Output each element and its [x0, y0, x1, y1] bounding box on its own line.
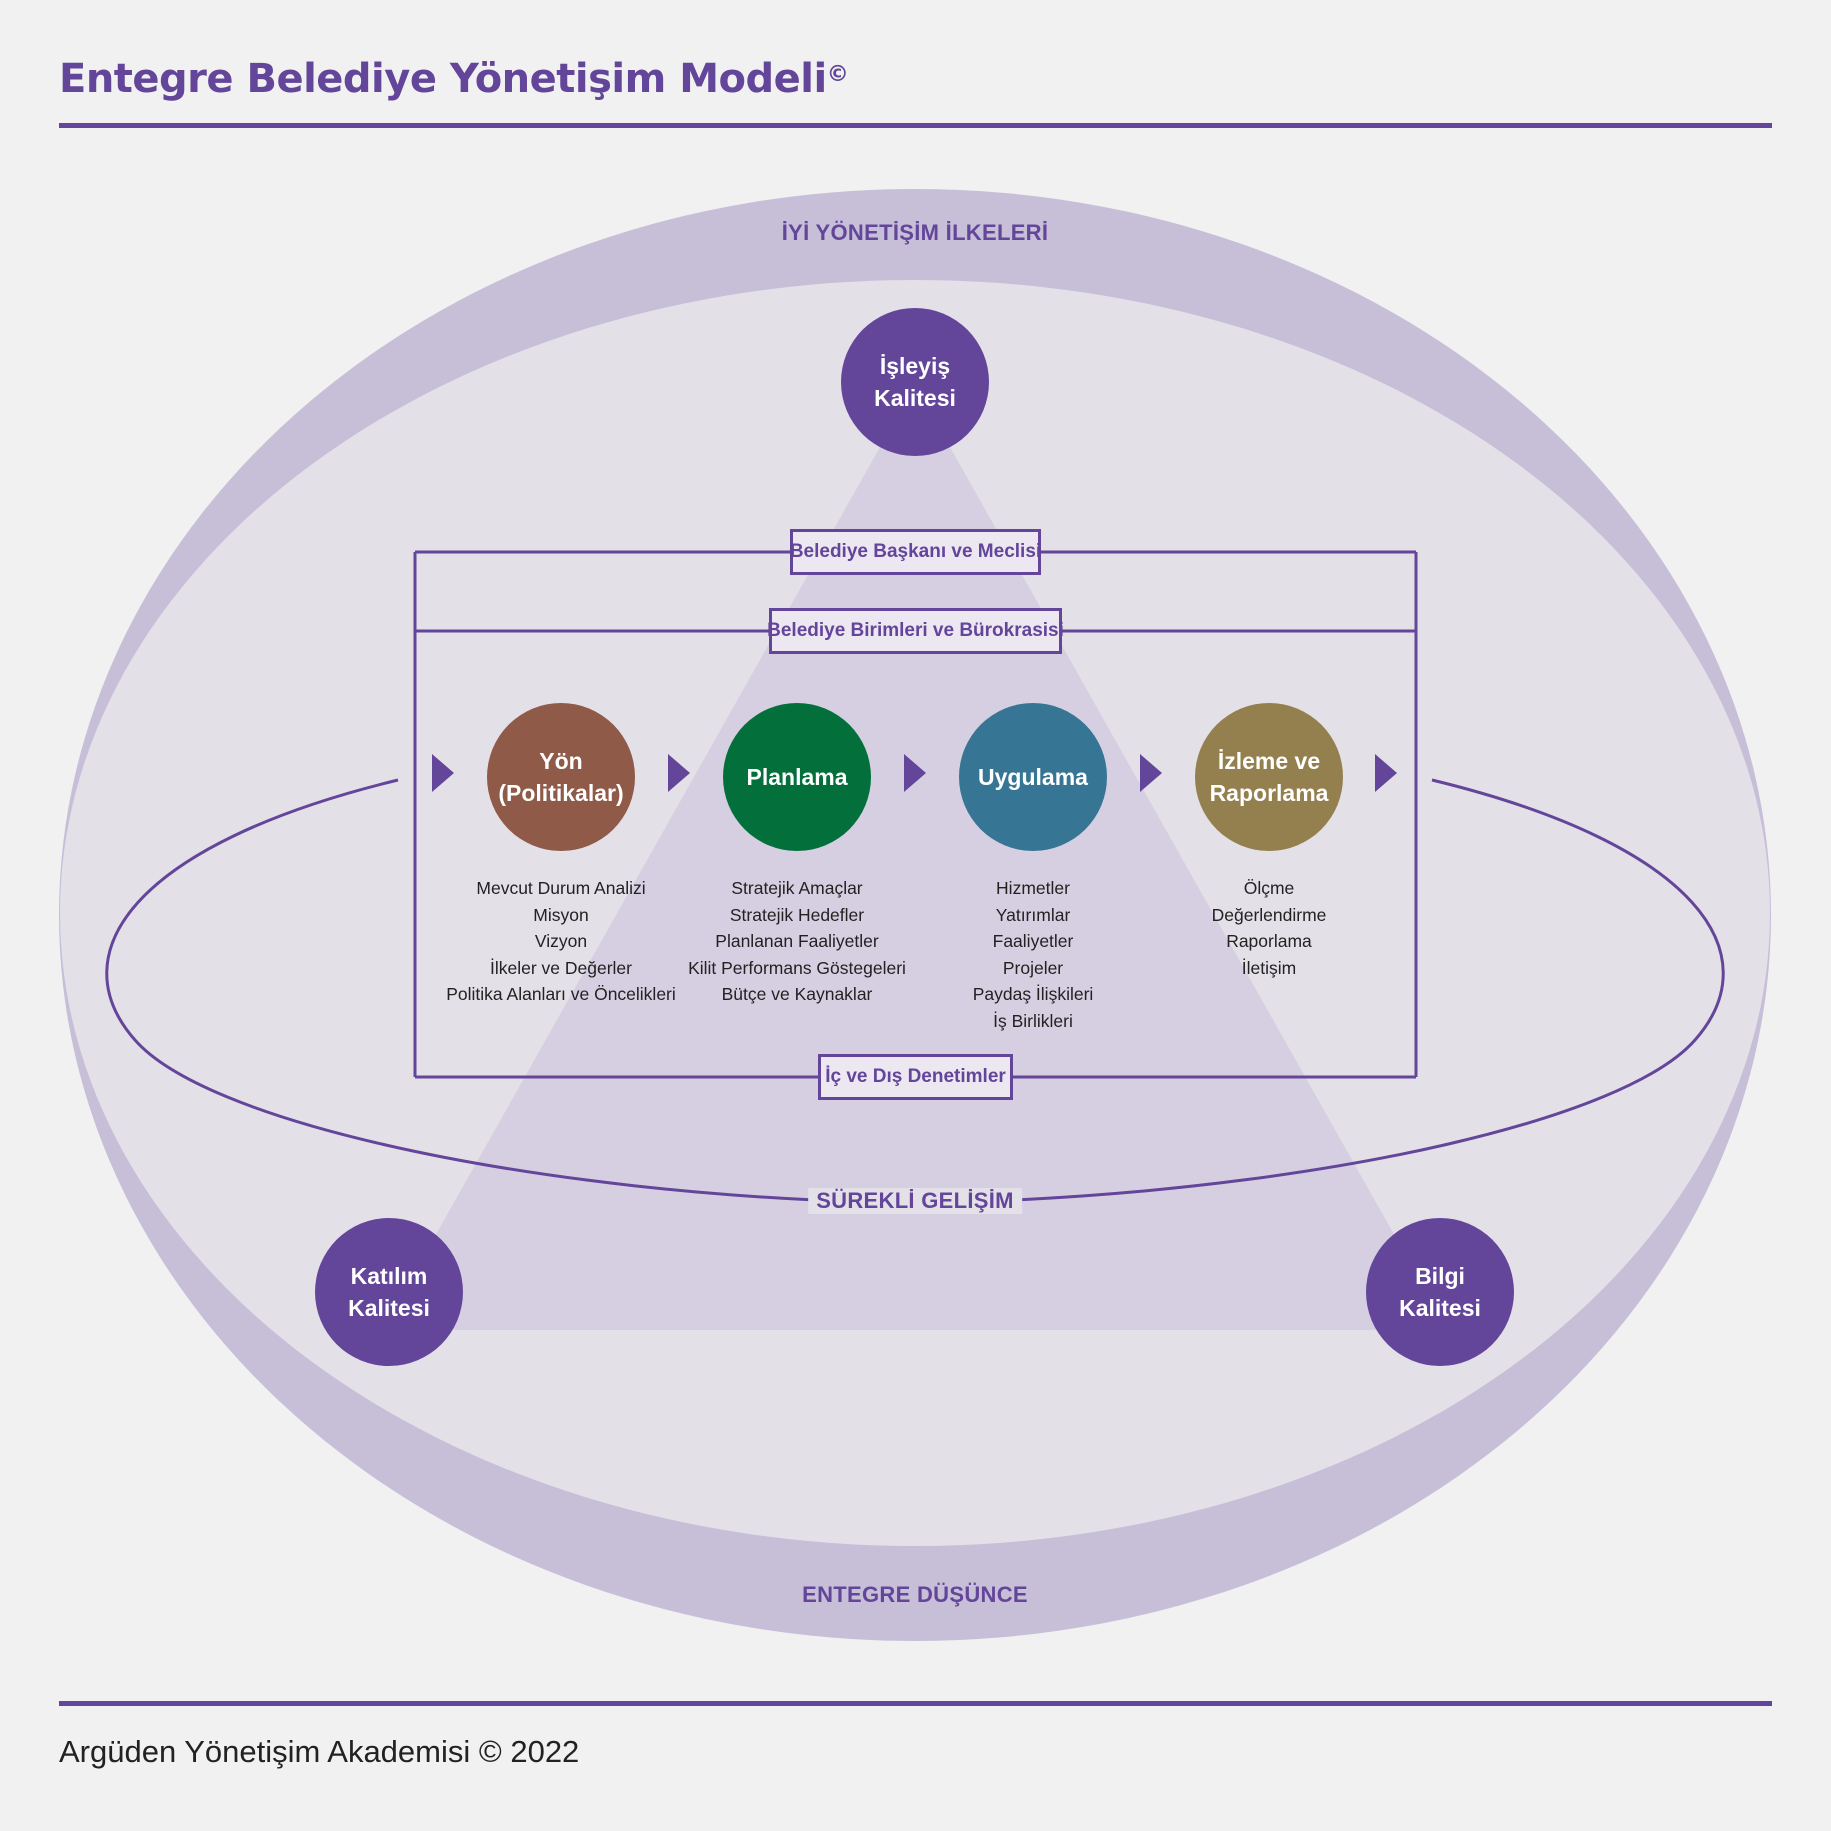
loop-left-arc: [105, 778, 816, 1202]
top-rule: [59, 123, 1772, 128]
list-item: Bütçe ve Kaynaklar: [721, 984, 873, 1004]
list-item: Kilit Performans Göstegeleri: [688, 957, 906, 978]
list-item: Misyon: [533, 904, 589, 925]
stage-planning-node: Planlama: [723, 703, 871, 851]
stage-implementation-node: Uygulama: [959, 703, 1107, 851]
flow-arrow-3: [904, 754, 926, 792]
loop-right-arc: [1014, 778, 1725, 1202]
list-item: Yatırımlar: [995, 904, 1071, 925]
stage-direction-node: Yön(Politikalar): [487, 703, 635, 851]
list-item: Politika Alanları ve Öncelikleri: [446, 984, 676, 1004]
outer-band-top-label: İYİ YÖNETİŞİM İLKELERİ: [781, 220, 1049, 245]
continuous-improvement-label: SÜREKLİ GELİŞİM: [808, 1188, 1022, 1214]
list-item: Mevcut Durum Analizi: [476, 878, 646, 898]
stage-implementation-items: Hizmetler Yatırımlar Faaliyetler Projele…: [973, 875, 1094, 1034]
flow-arrow-4: [1140, 754, 1162, 792]
flow-arrow-2: [668, 754, 690, 792]
list-item: Planlanan Faaliyetler: [715, 931, 879, 951]
list-item: Projeler: [1002, 957, 1064, 978]
stage-monitoring-items: Ölçme Değerlendirme Raporlama İletişim: [1212, 875, 1327, 981]
list-item: Paydaş İlişkileri: [972, 984, 1094, 1004]
flow-arrow-1: [432, 754, 454, 792]
page-title: Entegre Belediye Yönetişim Modeli©: [59, 56, 849, 102]
list-item: Raporlama: [1226, 931, 1312, 951]
list-item: Stratejik Hedefler: [729, 904, 865, 925]
stage-direction-items: Mevcut Durum Analizi Misyon Vizyon İlkel…: [446, 875, 676, 1008]
stage-planning-items: Stratejik Amaçlar Stratejik Hedefler Pla…: [688, 875, 906, 1008]
list-item: İlkeler ve Değerler: [489, 957, 632, 978]
list-item: Stratejik Amaçlar: [731, 878, 863, 898]
list-item: İş Birlikleri: [993, 1010, 1073, 1031]
list-item: Ölçme: [1243, 878, 1295, 898]
flow-arrow-5: [1375, 754, 1397, 792]
quality-triangle: [382, 385, 1448, 1330]
list-item: Faaliyetler: [992, 931, 1074, 951]
footer-credit: Argüden Yönetişim Akademisi © 2022: [59, 1734, 580, 1769]
list-item: Vizyon: [534, 931, 588, 951]
outer-band-bottom-label: ENTEGRE DÜŞÜNCE: [802, 1582, 1028, 1607]
list-item: İletişim: [1241, 957, 1297, 978]
list-item: Hizmetler: [996, 878, 1070, 898]
mayor-council-box: Belediye Başkanı ve Meclisi: [790, 529, 1041, 575]
municipal-units-box: Belediye Birimleri ve Bürokrasisi: [767, 608, 1064, 654]
list-item: Değerlendirme: [1211, 904, 1327, 925]
bottom-rule: [59, 1701, 1772, 1706]
audits-box: İç ve Dış Denetimler: [818, 1054, 1013, 1100]
